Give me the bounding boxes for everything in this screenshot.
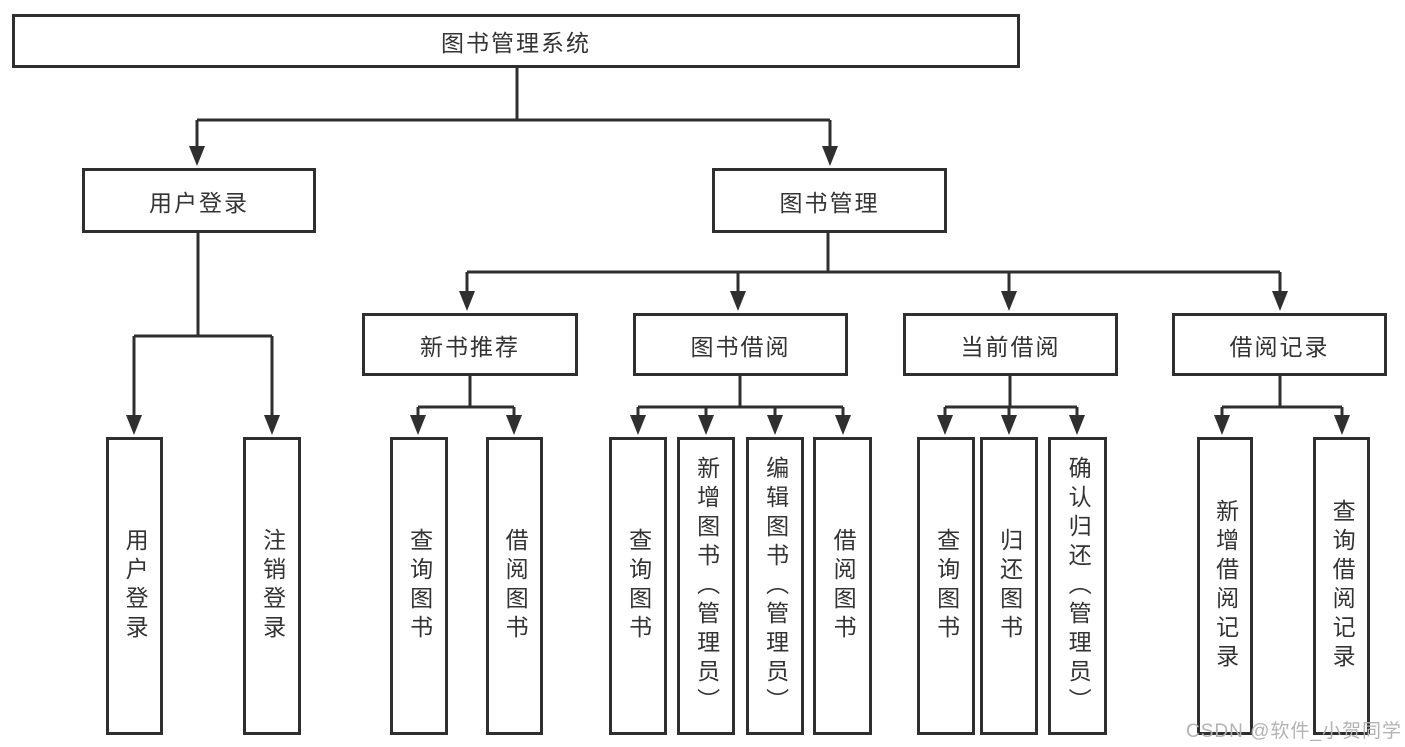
leaf-borrow-books-borrow: 借阅图书 — [813, 437, 872, 735]
leaf-query-borrow-record: 查询借阅记录 — [1313, 437, 1370, 735]
node-current-borrow: 当前借阅 — [903, 313, 1118, 376]
node-root: 图书管理系统 — [12, 14, 1020, 68]
connector-current-borrow-children — [943, 376, 1079, 417]
watermark: CSDN @软件_小贺同学 — [1186, 721, 1402, 742]
leaf-query-books-current: 查询图书 — [917, 437, 975, 735]
leaf-user-login: 用户登录 — [106, 437, 163, 735]
node-new-book-recommend: 新书推荐 — [362, 313, 578, 376]
node-book-borrow: 图书借阅 — [633, 313, 848, 376]
leaf-confirm-return-admin: 确认归还（管理员） — [1048, 437, 1107, 735]
arrow-down-icon — [1001, 291, 1017, 311]
leaf-add-borrow-record: 新增借阅记录 — [1197, 437, 1253, 735]
arrow-down-icon — [1334, 415, 1350, 435]
arrow-down-icon — [937, 415, 953, 435]
node-user-login: 用户登录 — [82, 168, 316, 233]
arrow-down-icon — [410, 415, 426, 435]
arrow-down-icon — [698, 415, 714, 435]
connector-root-to-level2 — [195, 68, 832, 148]
arrow-down-icon — [1214, 415, 1230, 435]
connector-new-book-children — [416, 376, 516, 417]
arrow-down-icon — [1001, 415, 1017, 435]
arrow-down-icon — [459, 291, 475, 311]
arrow-down-icon — [630, 415, 646, 435]
arrow-down-icon — [835, 415, 851, 435]
connector-borrow-records-children — [1220, 376, 1344, 417]
node-book-management: 图书管理 — [712, 168, 947, 233]
leaf-logout: 注销登录 — [243, 437, 301, 735]
connector-book-management-children — [465, 233, 1282, 293]
arrow-down-icon — [264, 415, 280, 435]
arrow-down-icon — [126, 415, 142, 435]
leaf-return-books: 归还图书 — [980, 437, 1038, 735]
node-borrow-records: 借阅记录 — [1172, 313, 1387, 376]
leaf-query-books-borrow: 查询图书 — [609, 437, 667, 735]
leaf-edit-books-admin: 编辑图书（管理员） — [746, 437, 804, 735]
arrow-down-icon — [506, 415, 522, 435]
leaf-borrow-books-newbook: 借阅图书 — [486, 437, 543, 735]
arrow-down-icon — [730, 291, 746, 311]
arrow-down-icon — [189, 146, 205, 166]
connector-user-login-children — [132, 233, 274, 417]
arrow-down-icon — [822, 146, 838, 166]
arrow-down-icon — [1069, 415, 1085, 435]
arrowheads — [126, 146, 1350, 435]
arrow-down-icon — [1272, 291, 1288, 311]
arrow-down-icon — [767, 415, 783, 435]
leaf-add-books-admin: 新增图书（管理员） — [677, 437, 735, 735]
leaf-query-books-newbook: 查询图书 — [390, 437, 448, 735]
connector-book-borrow-children — [636, 376, 845, 417]
